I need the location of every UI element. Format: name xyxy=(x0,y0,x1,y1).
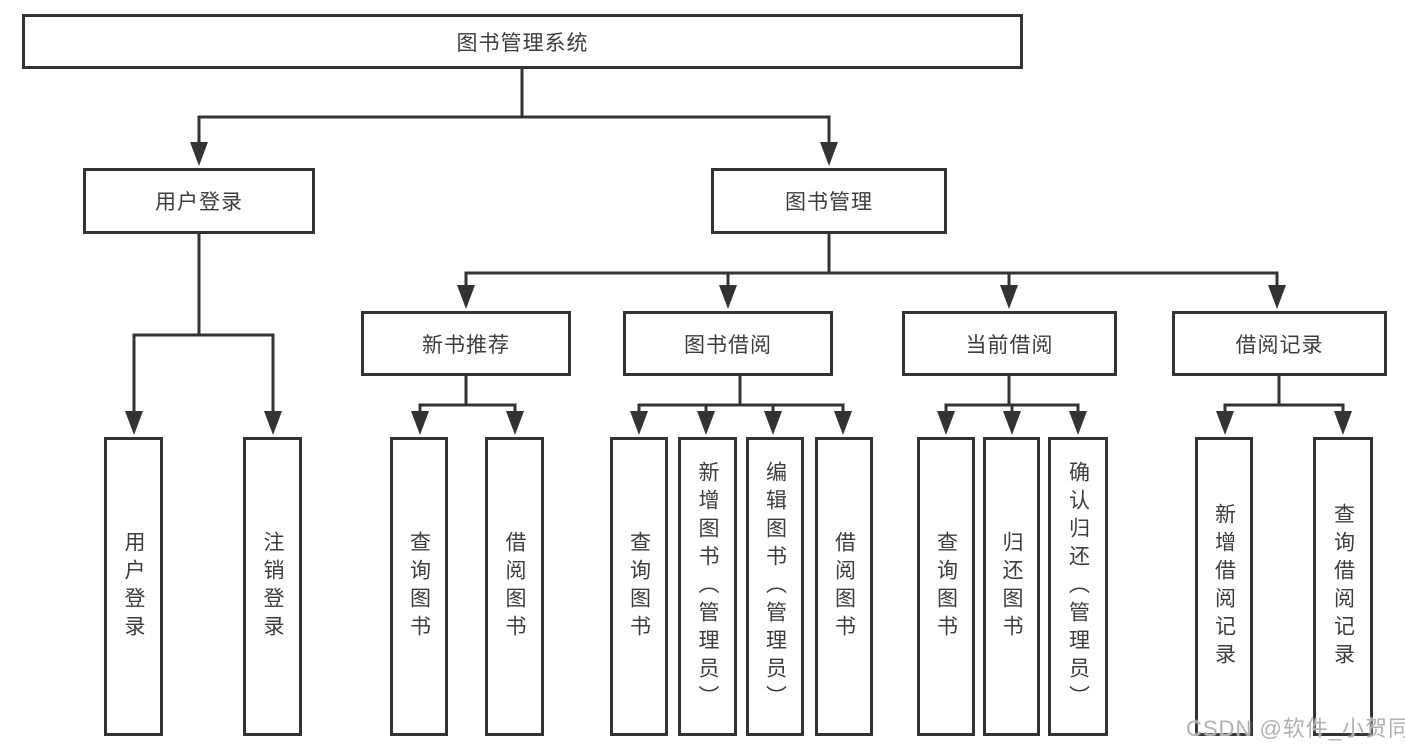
leaf-recommend-search-books: 查询图书 xyxy=(390,437,448,736)
leaf-return-books: 归还图书 xyxy=(983,437,1040,736)
node-book-borrowing: 图书借阅 xyxy=(623,311,833,376)
leaf-borrowing-borrow-books: 借阅图书 xyxy=(815,437,873,736)
node-current-borrowing: 当前借阅 xyxy=(902,311,1117,376)
node-book-management: 图书管理 xyxy=(711,168,947,234)
leaf-recommend-borrow-books: 借阅图书 xyxy=(485,437,544,736)
csdn-watermark: CSDN @软件_小贺同学 xyxy=(1186,716,1405,741)
leaf-logout: 注销登录 xyxy=(243,437,302,736)
node-borrow-records-label: 借阅记录 xyxy=(1235,333,1324,357)
leaf-search-borrow-record-label: 查询借阅记录 xyxy=(1331,502,1355,671)
leaf-confirm-return-admin: 确认归还（管理员） xyxy=(1048,437,1108,736)
node-user-login-label: 用户登录 xyxy=(155,191,243,214)
leaf-search-borrow-record: 查询借阅记录 xyxy=(1313,437,1373,736)
leaf-recommend-borrow-books-label: 借阅图书 xyxy=(503,530,526,643)
leaf-current-search-books-label: 查询图书 xyxy=(934,530,958,643)
leaf-add-books-admin-label: 新增图书（管理员） xyxy=(696,460,719,713)
leaf-add-borrow-record-label: 新增借阅记录 xyxy=(1212,502,1236,671)
leaf-user-login: 用户登录 xyxy=(104,437,163,736)
leaf-add-books-admin: 新增图书（管理员） xyxy=(678,437,737,736)
node-book-management-label: 图书管理 xyxy=(785,191,873,214)
connector-user-login xyxy=(125,234,282,435)
connector-borrow-records xyxy=(1216,376,1352,435)
node-user-login: 用户登录 xyxy=(83,168,315,234)
connector-root xyxy=(190,69,838,166)
node-new-book-recommend: 新书推荐 xyxy=(361,311,571,376)
connector-new-book-recommend xyxy=(411,376,524,435)
leaf-recommend-search-books-label: 查询图书 xyxy=(407,530,431,643)
node-root-library-system: 图书管理系统 xyxy=(22,14,1023,69)
leaf-user-login-label: 用户登录 xyxy=(122,530,145,643)
node-new-book-recommend-label: 新书推荐 xyxy=(422,333,510,357)
node-root-label: 图书管理系统 xyxy=(456,31,589,55)
leaf-edit-books-admin-label: 编辑图书（管理员） xyxy=(763,460,787,713)
leaf-return-books-label: 归还图书 xyxy=(1000,530,1023,643)
leaf-borrowing-search-books-label: 查询图书 xyxy=(627,530,651,643)
leaf-edit-books-admin: 编辑图书（管理员） xyxy=(746,437,804,736)
connector-book-borrowing xyxy=(630,376,852,435)
leaf-logout-label: 注销登录 xyxy=(261,530,284,643)
connector-book-management xyxy=(457,234,1286,309)
node-borrow-records: 借阅记录 xyxy=(1172,311,1387,376)
connector-current-borrowing xyxy=(937,376,1087,435)
leaf-borrowing-search-books: 查询图书 xyxy=(610,437,668,736)
leaf-current-search-books: 查询图书 xyxy=(917,437,975,736)
node-book-borrowing-label: 图书借阅 xyxy=(684,333,772,357)
leaf-borrowing-borrow-books-label: 借阅图书 xyxy=(832,530,856,643)
leaf-confirm-return-admin-label: 确认归还（管理员） xyxy=(1066,460,1090,713)
leaf-add-borrow-record: 新增借阅记录 xyxy=(1195,437,1253,736)
node-current-borrowing-label: 当前借阅 xyxy=(965,333,1054,357)
